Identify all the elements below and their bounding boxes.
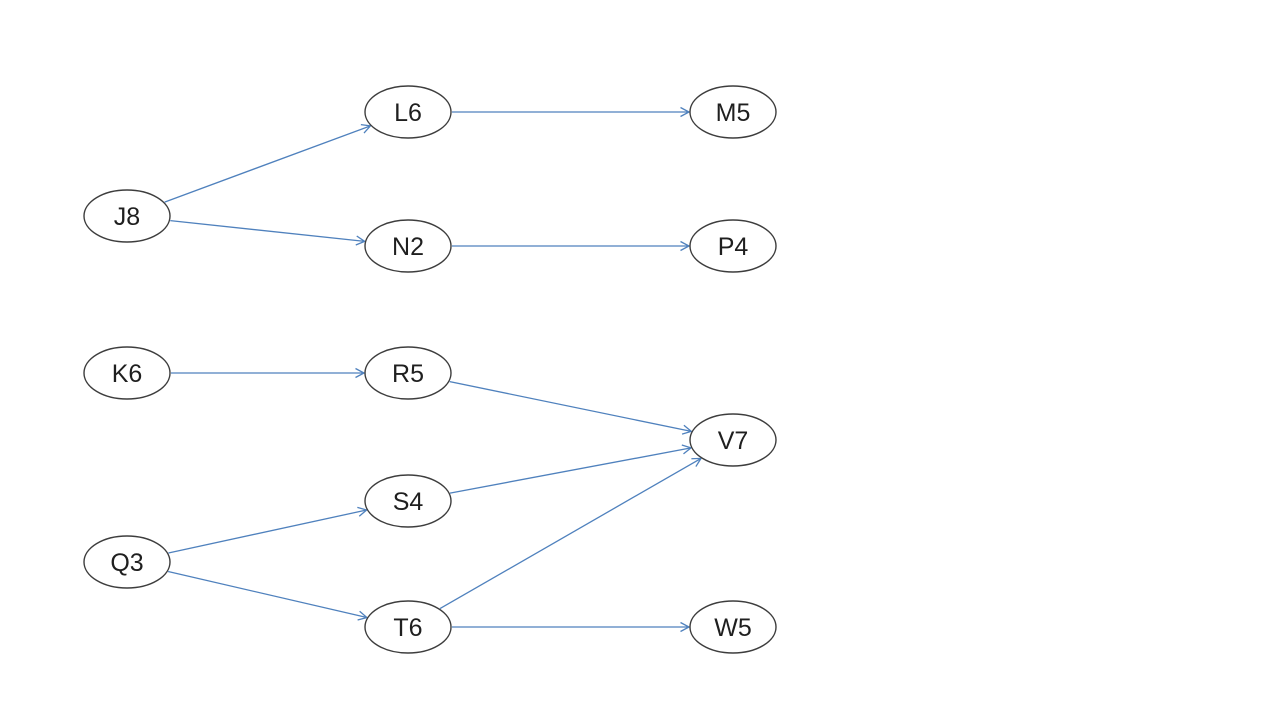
node-shape-M5 [689,85,777,139]
edge-arrow-J8-N2 [170,219,367,246]
node-label-Q3: Q3 [110,549,143,577]
edge-arrow-R5-V7 [449,380,693,435]
edge-arrow-Q3-S4 [168,506,368,554]
edge-arrow-Q3-T6 [167,570,369,621]
node-K6[interactable]: K6 [83,346,171,400]
node-N2[interactable]: N2 [364,219,452,273]
node-shape-J8 [83,189,171,243]
node-shape-L6 [364,85,452,139]
node-label-J8: J8 [114,203,140,231]
node-label-M5: M5 [716,99,751,127]
node-shape-T6 [364,600,452,654]
edge-layer [164,106,703,633]
node-label-N2: N2 [392,233,424,261]
node-R5[interactable]: R5 [364,346,452,400]
node-shape-W5 [689,600,777,654]
node-shape-S4 [364,474,452,528]
edge-arrow-S4-V7 [449,444,693,494]
node-label-K6: K6 [112,360,143,388]
node-T6[interactable]: T6 [364,600,452,654]
node-label-L6: L6 [394,99,422,127]
node-M5[interactable]: M5 [689,85,777,139]
edge-arrow-J8-L6 [164,123,372,203]
node-J8[interactable]: J8 [83,189,171,243]
node-shape-V7 [689,413,777,467]
node-label-R5: R5 [392,360,424,388]
node-Q3[interactable]: Q3 [83,535,171,589]
node-V7[interactable]: V7 [689,413,777,467]
node-shape-N2 [364,219,452,273]
node-label-W5: W5 [714,614,752,642]
node-L6[interactable]: L6 [364,85,452,139]
node-shape-Q3 [83,535,171,589]
node-label-T6: T6 [393,614,422,642]
node-S4[interactable]: S4 [364,474,452,528]
node-label-V7: V7 [718,427,749,455]
node-label-P4: P4 [718,233,749,261]
node-shape-K6 [83,346,171,400]
node-shape-R5 [364,346,452,400]
node-W5[interactable]: W5 [689,600,777,654]
node-P4[interactable]: P4 [689,219,777,273]
node-label-S4: S4 [393,488,424,516]
edge-arrow-T6-V7 [439,457,703,610]
node-shape-P4 [689,219,777,273]
